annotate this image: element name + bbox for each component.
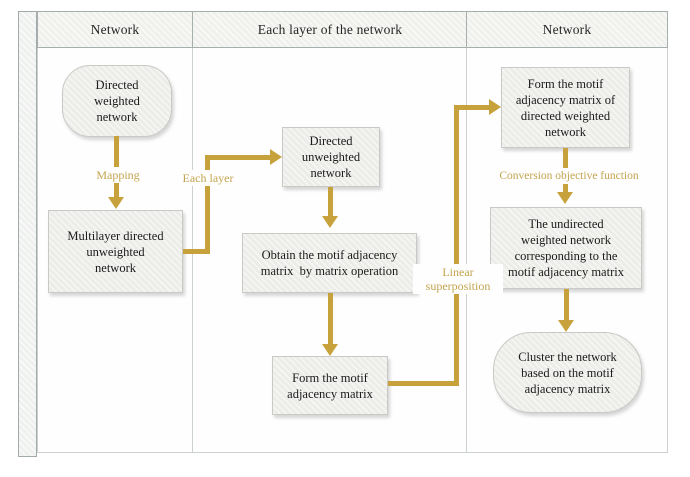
node-form-motif-adjacency-matrix: Form the motif adjacency matrix [272, 356, 388, 415]
lane-header-label: Network [542, 21, 592, 37]
node-text: Cluster the network based on the motif a… [518, 349, 617, 396]
node-text: Directed unweighted network [301, 134, 361, 180]
arrow-shaft [564, 289, 569, 320]
node-undirected-weighted-network-corresponding: The undirected weighted network correspo… [490, 207, 642, 289]
node-text: Form the motif adjacency matrix of direc… [515, 76, 616, 139]
arrow-shaft [205, 155, 210, 254]
arrowhead-down-icon [322, 344, 338, 356]
arrowhead-right-icon [270, 149, 282, 165]
arrow-shaft [114, 136, 119, 197]
arrow-shaft [454, 105, 459, 386]
arrowhead-down-icon [322, 216, 338, 228]
node-text: Form the motif adjacency matrix [287, 370, 373, 401]
node-directed-unweighted-network: Directed unweighted network [282, 127, 380, 187]
arrow-shaft [454, 105, 489, 110]
edge-label-mapping: Mapping [78, 167, 158, 183]
node-directed-weighted-network: Directed weighted network [62, 65, 172, 137]
arrowhead-down-icon [558, 320, 574, 332]
node-text: Obtain the motif adjacency matrix by mat… [260, 248, 399, 278]
lane-header-each-layer: Each layer of the network [192, 11, 468, 48]
arrowhead-down-icon [108, 197, 124, 209]
edge-label-linear-superposition: Linear superposition [413, 264, 503, 294]
edge-label-each-layer: Each layer [164, 170, 252, 186]
lane-header-network-left: Network [37, 11, 193, 48]
arrow-shaft [183, 249, 210, 254]
arrow-shaft [328, 187, 333, 216]
node-cluster-network: Cluster the network based on the motif a… [493, 332, 642, 413]
arrow-shaft [328, 293, 333, 344]
node-form-motif-adjacency-matrix-of-directed-weighted-network: Form the motif adjacency matrix of direc… [501, 67, 630, 148]
node-obtain-motif-adjacency-matrix: Obtain the motif adjacency matrix by mat… [242, 233, 417, 293]
node-text: The undirected weighted network correspo… [508, 217, 624, 279]
arrowhead-right-icon [489, 99, 501, 115]
arrow-shaft [205, 155, 270, 160]
swimlane-side-strip [18, 11, 37, 457]
arrowhead-down-icon [557, 192, 573, 204]
lane-header-label: Network [90, 21, 140, 37]
node-multilayer-directed-unweighted-network: Multilayer directed unweighted network [48, 210, 183, 293]
node-text: Multilayer directed unweighted network [67, 228, 164, 275]
edge-label-conversion-objective-function: Conversion objective function [488, 168, 650, 184]
node-text: Directed weighted network [94, 78, 140, 124]
lane-header-label: Each layer of the network [257, 21, 403, 37]
lane-header-network-right: Network [466, 11, 668, 48]
arrow-shaft [388, 381, 459, 386]
